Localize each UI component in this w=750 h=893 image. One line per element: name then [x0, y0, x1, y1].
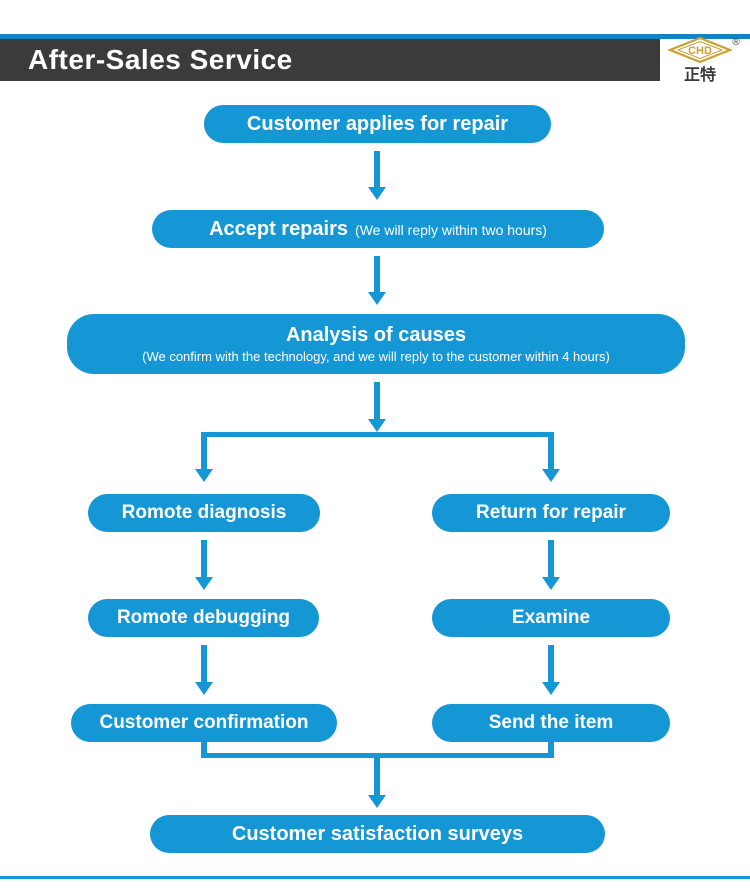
logo-diamond-outer [667, 36, 733, 64]
arrow-down-icon [368, 151, 386, 200]
flow-node-label: Customer satisfaction surveys [231, 822, 524, 845]
flow-node-customer-applies: Customer applies for repair [204, 105, 551, 143]
logo-brand-text: CHD [688, 45, 712, 57]
flow-node-label: Accept repairs [209, 217, 349, 240]
merge-stub-right [548, 742, 554, 756]
arrow-head [542, 682, 560, 695]
arrow-stem [374, 256, 380, 292]
arrow-down-icon [195, 540, 213, 590]
header-bar: After-Sales Service [0, 39, 660, 81]
arrow-stem [548, 540, 554, 577]
flow-node-analysis-of-causes: Analysis of causes (We confirm with the … [67, 314, 685, 374]
logo-chinese-text: 正特 [684, 65, 716, 84]
arrow-stem [548, 645, 554, 682]
flow-node-examine: Examine [432, 599, 670, 637]
flow-node-accept-repairs: Accept repairs (We will reply within two… [152, 210, 604, 248]
flow-node-customer-confirmation: Customer confirmation [71, 704, 337, 742]
arrow-stem [374, 382, 380, 419]
arrow-head [542, 469, 560, 482]
arrow-head [368, 187, 386, 200]
flow-node-note: (We confirm with the technology, and we … [142, 348, 610, 364]
arrow-stem [374, 151, 380, 187]
arrow-down-icon [368, 256, 386, 305]
footer-accent-line [0, 876, 750, 879]
branch-merge-connector [201, 753, 554, 758]
logo-diamond-inner [676, 40, 724, 60]
flow-node-return-for-repair: Return for repair [432, 494, 670, 532]
flow-node-label: Romote debugging [116, 607, 291, 629]
arrow-head [195, 682, 213, 695]
flow-node-label: Customer confirmation [99, 712, 309, 734]
arrow-down-icon [542, 540, 560, 590]
flow-node-send-the-item: Send the item [432, 704, 670, 742]
arrow-stem [201, 432, 207, 469]
flow-node-label: Romote diagnosis [121, 502, 287, 524]
arrow-stem [201, 540, 207, 577]
header-top-accent-line [0, 34, 750, 39]
arrow-stem [548, 432, 554, 469]
flow-node-label: Customer applies for repair [246, 112, 509, 135]
page-title: After-Sales Service [28, 44, 293, 75]
arrow-down-icon [542, 645, 560, 695]
flow-node-label: Analysis of causes [285, 323, 467, 346]
arrow-down-icon [368, 382, 386, 432]
arrow-head [195, 577, 213, 590]
arrow-stem [201, 645, 207, 682]
arrow-head [368, 419, 386, 432]
brand-logo: CHD ® 正特 [667, 36, 740, 84]
flow-node-remote-diagnosis: Romote diagnosis [88, 494, 320, 532]
logo-registered-mark: ® [732, 37, 740, 48]
arrow-stem [374, 756, 380, 795]
flow-node-label: Send the item [488, 712, 614, 734]
flow-node-remote-debugging: Romote debugging [88, 599, 319, 637]
flow-node-label: Examine [511, 607, 591, 629]
arrow-down-icon [542, 432, 560, 482]
arrow-head [368, 795, 386, 808]
arrow-down-icon [195, 645, 213, 695]
flow-node-label: Return for repair [476, 502, 626, 524]
branch-split-connector [201, 432, 554, 437]
arrow-head [368, 292, 386, 305]
arrow-down-icon [195, 432, 213, 482]
flow-node-satisfaction-surveys: Customer satisfaction surveys [150, 815, 605, 853]
flow-node-note: (We will reply within two hours) [355, 221, 547, 238]
arrow-head [195, 469, 213, 482]
arrow-down-icon [368, 756, 386, 808]
merge-stub-left [201, 742, 207, 756]
arrow-head [542, 577, 560, 590]
